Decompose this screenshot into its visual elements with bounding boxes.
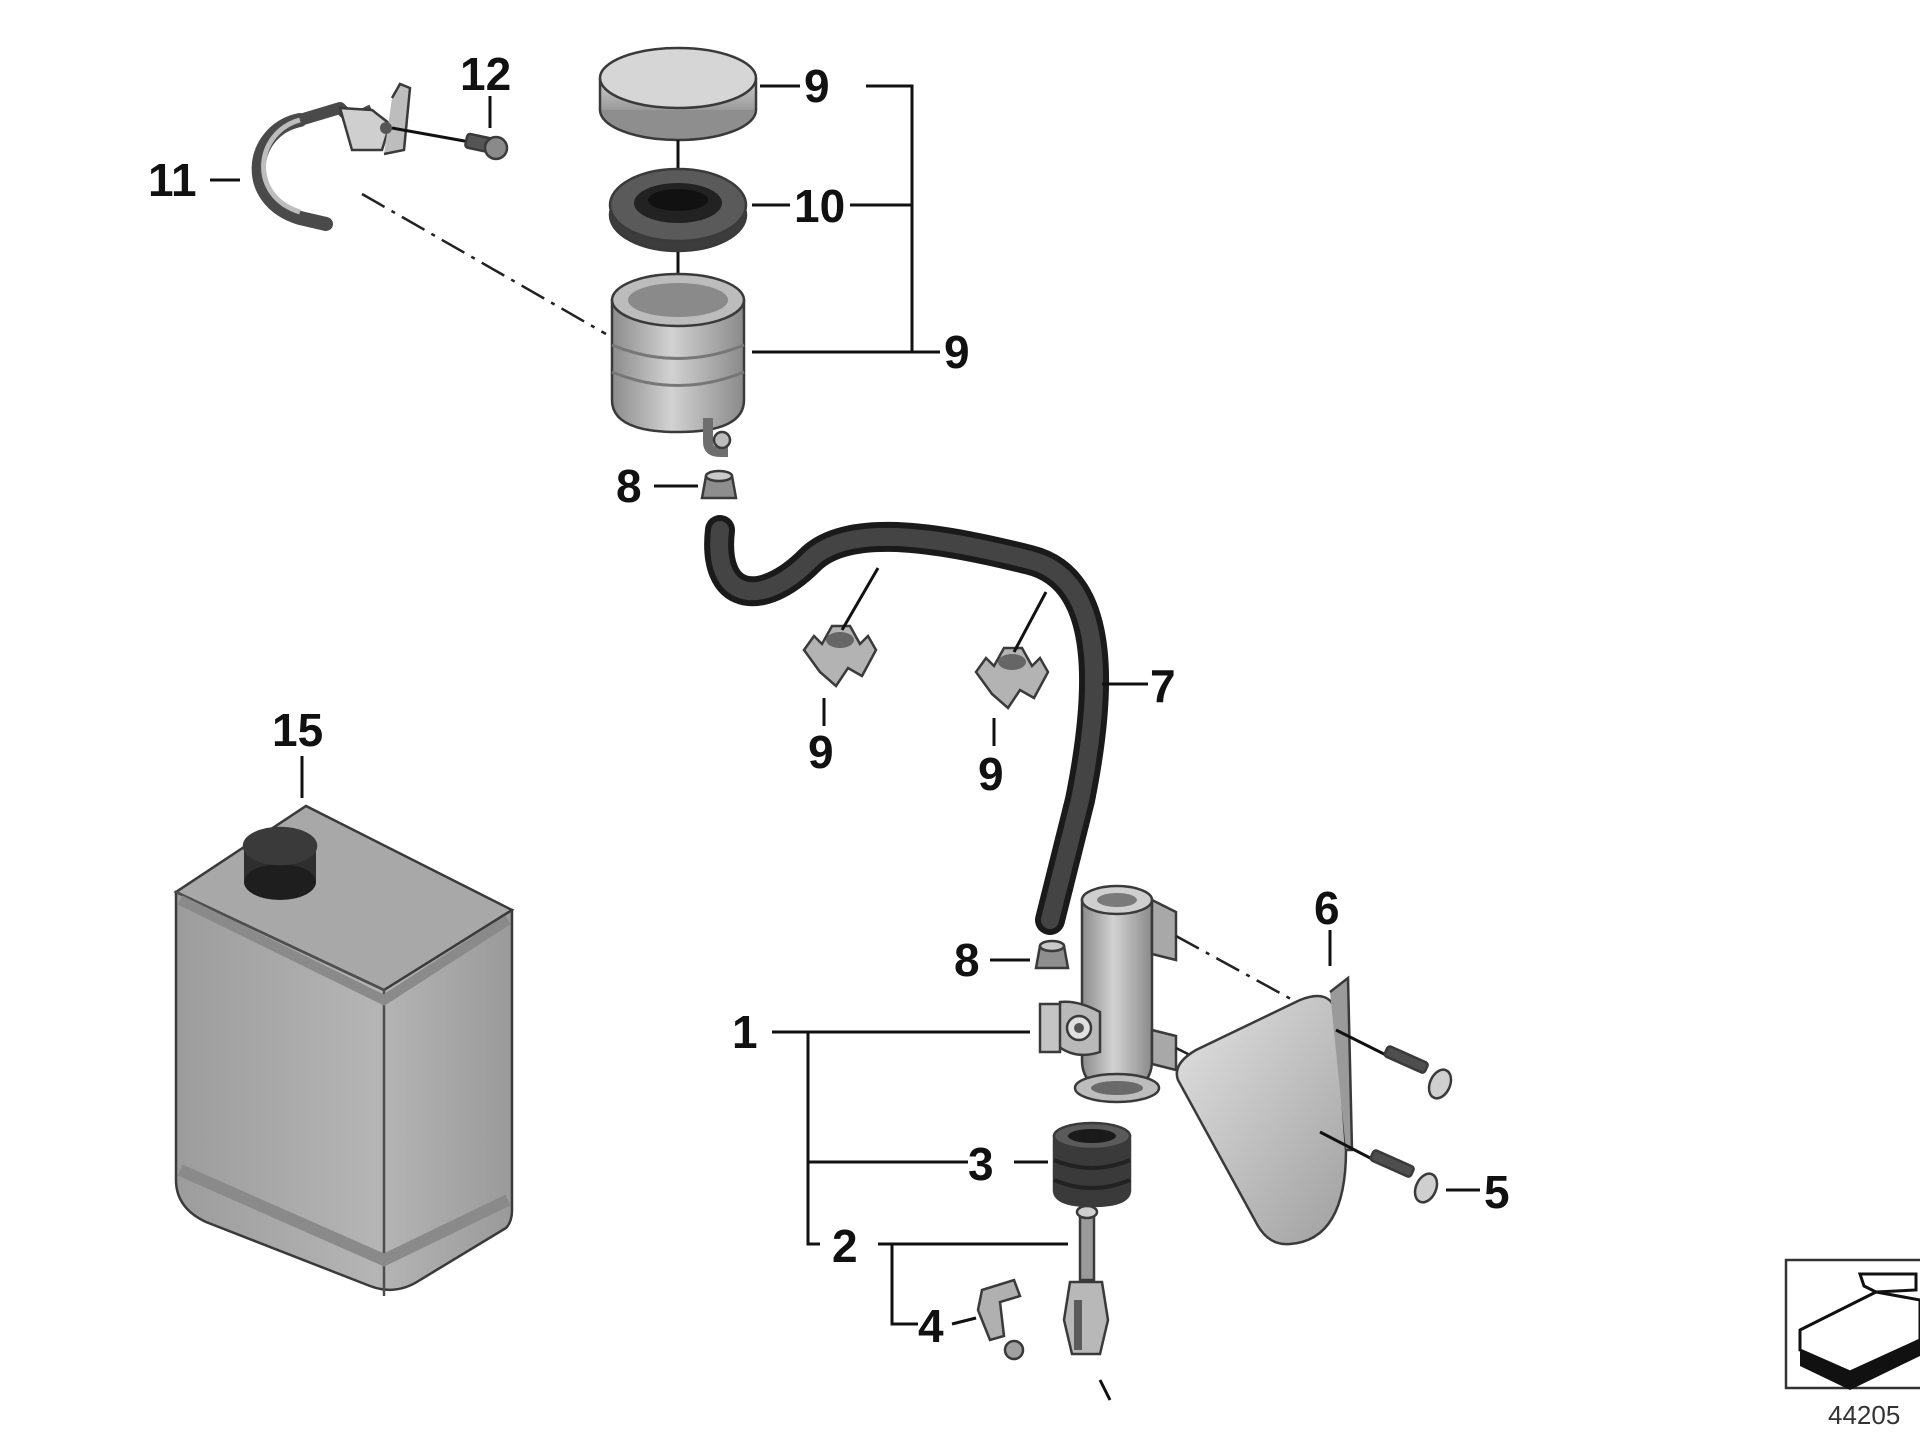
- label-2: 2: [832, 1220, 858, 1272]
- label-14: 12: [460, 48, 511, 100]
- label-6: 6: [1314, 882, 1340, 934]
- cover-plate-part-6: [1175, 975, 1354, 1246]
- screw-part-5-upper: [1383, 1045, 1453, 1100]
- screw-part-14: [464, 132, 509, 161]
- label-4: 4: [918, 1300, 944, 1352]
- boot-part-3: [1052, 1121, 1132, 1208]
- label-1: 1: [732, 1006, 758, 1058]
- bracket-2: [890, 1244, 918, 1326]
- hose-clamp-part-8-bottom: [1034, 939, 1070, 970]
- hose-clip-part-9-right: [974, 646, 1050, 710]
- clip-9-right-to-hose: [1012, 591, 1048, 653]
- hose-highlight: [710, 521, 1104, 929]
- label-10: 9: [944, 326, 970, 378]
- push-rod-part-2: [1062, 1204, 1112, 1401]
- screw-14-axis: [391, 126, 471, 144]
- hose-clip-part-9-left: [802, 624, 878, 688]
- reference-symbol-box: [1784, 1258, 1920, 1390]
- reference-number: 44205: [1828, 1400, 1900, 1430]
- reservoir-seal-part-12: [608, 167, 748, 253]
- master-cylinder-part-1: [1038, 884, 1178, 1104]
- hose-clamp-part-8-top: [700, 469, 738, 500]
- leader-4: [951, 1316, 977, 1326]
- dashdot-13-to-10: [361, 192, 607, 336]
- label-15: 15: [272, 704, 323, 756]
- bracket-1: [806, 1032, 820, 1246]
- clip-9-left-to-hose: [840, 567, 880, 631]
- bracket-10: [866, 84, 914, 352]
- fluid-canister-part-15: [173, 804, 515, 1296]
- label-13: 11: [148, 154, 197, 206]
- label-3: 3: [968, 1138, 994, 1190]
- reservoir-cap-part-11: [598, 46, 758, 142]
- dashdot-6-upper: [1175, 934, 1301, 1006]
- holder-bracket-part-13: [251, 82, 412, 231]
- label-8a: 8: [616, 460, 642, 512]
- label-9a: 9: [808, 726, 834, 778]
- screw-5-upper-axis: [1335, 1028, 1389, 1058]
- label-8b: 8: [954, 934, 980, 986]
- label-7: 7: [1150, 660, 1176, 712]
- screw-5-lower-axis: [1319, 1130, 1375, 1162]
- label-11: 9: [804, 60, 830, 112]
- label-9b: 9: [978, 748, 1004, 800]
- reservoir-body-part-10: [610, 272, 746, 457]
- label-12: 10: [794, 180, 845, 232]
- screw-part-5-lower: [1369, 1149, 1439, 1204]
- label-5: 5: [1484, 1166, 1510, 1218]
- clip-part-4: [976, 1278, 1025, 1361]
